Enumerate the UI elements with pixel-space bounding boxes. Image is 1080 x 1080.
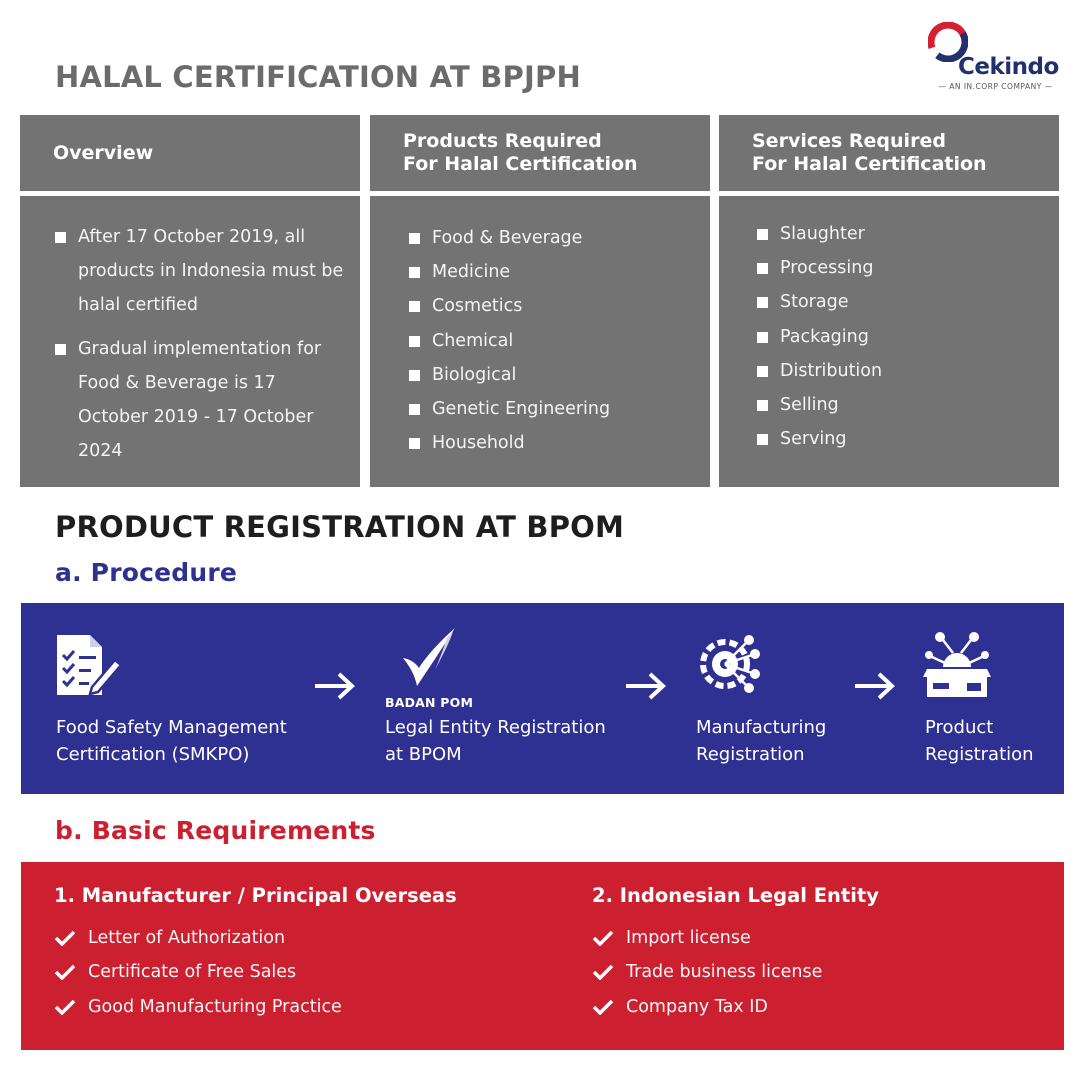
services-heading: Services Required For Halal Certificatio… [752, 130, 987, 175]
badan-pom-swoosh-icon [403, 628, 455, 686]
procedure-title: a. Procedure [55, 558, 238, 587]
list-item-text: Trade business license [626, 962, 823, 983]
list-item: Company Tax ID [592, 990, 879, 1024]
cekindo-logo-mark-icon [928, 22, 968, 62]
checklist-icon [57, 635, 123, 696]
list-item: Medicine [409, 255, 610, 289]
list-item: Selling [757, 388, 882, 422]
requirements-indonesian-list: Import license Trade business license Co… [592, 921, 879, 1024]
products-heading: Products Required For Halal Certificatio… [403, 130, 638, 175]
list-item: After 17 October 2019, all products in I… [55, 220, 345, 322]
requirements-overseas-title: 1. Manufacturer / Principal Overseas [54, 884, 457, 907]
list-item: Household [409, 426, 610, 460]
list-item: Distribution [757, 354, 882, 388]
check-icon [592, 930, 614, 946]
requirements-overseas: 1. Manufacturer / Principal Overseas Let… [54, 884, 457, 1024]
list-item: Genetic Engineering [409, 392, 610, 426]
list-item: Trade business license [592, 955, 879, 989]
list-item-text: Company Tax ID [626, 996, 768, 1017]
list-item: Certificate of Free Sales [54, 955, 457, 989]
requirements-band: 1. Manufacturer / Principal Overseas Let… [21, 862, 1064, 1050]
step-manufacturing-label: Manufacturing Registration [696, 717, 827, 765]
overview-header: Overview [20, 115, 360, 191]
products-header: Products Required For Halal Certificatio… [370, 115, 710, 191]
products-list: Food & Beverage Medicine Cosmetics Chemi… [409, 221, 610, 460]
list-item: Slaughter [757, 217, 882, 251]
list-item: Gradual implementation for Food & Bevera… [55, 332, 345, 468]
products-body: Food & Beverage Medicine Cosmetics Chemi… [370, 196, 710, 487]
product-box-icon [923, 632, 991, 697]
list-item: Food & Beverage [409, 221, 610, 255]
check-icon [592, 965, 614, 981]
list-item: Cosmetics [409, 289, 610, 323]
services-body: Slaughter Processing Storage Packaging D… [719, 196, 1059, 487]
requirements-indonesian-title: 2. Indonesian Legal Entity [592, 884, 879, 907]
check-icon [54, 930, 76, 946]
cekindo-logo: Cekindo — AN IN.CORP COMPANY — [928, 22, 1063, 92]
services-list: Slaughter Processing Storage Packaging D… [757, 217, 882, 456]
badan-pom-logo: BADAN POM [385, 628, 474, 710]
check-icon [54, 999, 76, 1015]
cekindo-logo-text: Cekindo [958, 54, 1059, 80]
check-icon [592, 999, 614, 1015]
step-product-label: Product Registration [925, 717, 1034, 765]
list-item: Chemical [409, 324, 610, 358]
requirements-overseas-list: Letter of Authorization Certificate of F… [54, 921, 457, 1024]
requirements-indonesian: 2. Indonesian Legal Entity Import licens… [592, 884, 879, 1024]
arrow-right-icon [315, 672, 355, 700]
list-item: Letter of Authorization [54, 921, 457, 955]
procedure-band: Food Safety Management Certification (SM… [21, 603, 1064, 794]
services-header: Services Required For Halal Certificatio… [719, 115, 1059, 191]
gear-network-icon [700, 635, 760, 693]
step-smkpo-label: Food Safety Management Certification (SM… [56, 717, 287, 765]
list-item: Good Manufacturing Practice [54, 990, 457, 1024]
list-item: Import license [592, 921, 879, 955]
overview-list: After 17 October 2019, all products in I… [55, 220, 345, 478]
list-item-text: Import license [626, 928, 751, 948]
list-item-text: Good Manufacturing Practice [88, 996, 342, 1017]
requirements-title: b. Basic Requirements [55, 816, 376, 845]
check-icon [54, 965, 76, 981]
badan-pom-logo-text: BADAN POM [385, 695, 474, 710]
step-legal-entity-label: Legal Entity Registration at BPOM [385, 717, 606, 765]
list-item: Storage [757, 285, 882, 319]
overview-heading: Overview [53, 141, 154, 164]
list-item: Packaging [757, 320, 882, 354]
arrow-right-icon [855, 672, 895, 700]
list-item-text: Letter of Authorization [88, 928, 286, 948]
arrow-right-icon [626, 672, 666, 700]
cekindo-tagline: — AN IN.CORP COMPANY — [938, 82, 1053, 91]
list-item: Processing [757, 251, 882, 285]
list-item: Biological [409, 358, 610, 392]
registration-title: PRODUCT REGISTRATION AT BPOM [55, 510, 625, 544]
overview-body: After 17 October 2019, all products in I… [20, 196, 360, 487]
list-item-text: Certificate of Free Sales [88, 962, 297, 983]
list-item: Serving [757, 422, 882, 456]
halal-title: HALAL CERTIFICATION AT BPJPH [55, 60, 581, 94]
